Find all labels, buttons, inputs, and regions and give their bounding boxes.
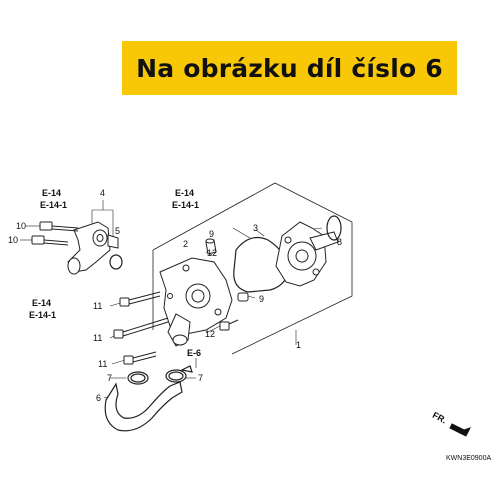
ref-clamp: E-6 — [187, 348, 201, 358]
ref-top-left-1: E-14 — [42, 188, 61, 198]
bolt-10-lower — [31, 235, 69, 246]
front-direction-marker: FR. — [431, 410, 471, 437]
hose-clamp-left — [127, 371, 149, 385]
ref-bottom-left-2: E-14-1 — [29, 310, 56, 320]
ref-top-center-1: E-14 — [175, 188, 194, 198]
callout-10-upper: 10 — [16, 221, 26, 231]
callout-11-middle: 11 — [93, 333, 102, 343]
callout-9-upper: 9 — [209, 229, 214, 239]
bolt-10-upper — [39, 221, 79, 232]
water-pump-body — [275, 221, 339, 287]
callout-12-lower: 12 — [205, 329, 215, 339]
callout-3: 3 — [253, 223, 258, 233]
diagram-code: KWN3E0900A — [446, 455, 491, 462]
dowel-pin-lower — [237, 292, 249, 302]
callout-4: 4 — [100, 188, 105, 198]
callout-11-upper: 11 — [93, 301, 102, 311]
callout-1: 1 — [296, 340, 301, 350]
ref-bottom-left-1: E-14 — [32, 298, 51, 308]
callout-7-left: 7 — [107, 373, 112, 383]
callout-10-lower: 10 — [8, 235, 18, 245]
water-outlet-joint — [67, 221, 119, 275]
bolt-11-lower — [123, 351, 157, 365]
bolt-12 — [219, 319, 239, 331]
part-number-banner: Na obrázku díl číslo 6 — [122, 41, 457, 95]
front-label: FR. — [431, 410, 448, 426]
callout-8: 8 — [337, 237, 342, 247]
bolt-11-middle — [113, 317, 169, 339]
callout-5: 5 — [115, 226, 120, 236]
o-ring-5 — [109, 254, 123, 270]
ref-top-left-2: E-14-1 — [40, 200, 67, 210]
callout-12-upper: 12 — [207, 248, 217, 258]
callout-9-lower: 9 — [259, 294, 264, 304]
callout-6: 6 — [96, 393, 101, 403]
ref-top-center-2: E-14-1 — [172, 200, 199, 210]
bolt-11-upper — [119, 291, 161, 307]
pump-cover — [159, 257, 233, 347]
callout-11-lower: 11 — [98, 359, 107, 369]
front-arrow-icon — [449, 423, 471, 437]
banner-text: Na obrázku díl číslo 6 — [136, 53, 443, 83]
reference-tags: E-14 E-14-1 E-14 E-14-1 E-14 E-14-1 E-6 — [29, 188, 201, 358]
dowel-pin-upper — [205, 238, 217, 255]
callout-labels: 4 5 10 10 2 9 3 8 9 11 11 11 12 12 1 7 7… — [8, 188, 342, 403]
callout-7-right: 7 — [198, 373, 203, 383]
hose-clamp-right — [165, 365, 193, 383]
callout-2: 2 — [183, 239, 188, 249]
o-ring-8 — [326, 215, 342, 241]
assembly-outline — [152, 182, 353, 355]
water-hose-6 — [104, 381, 183, 432]
